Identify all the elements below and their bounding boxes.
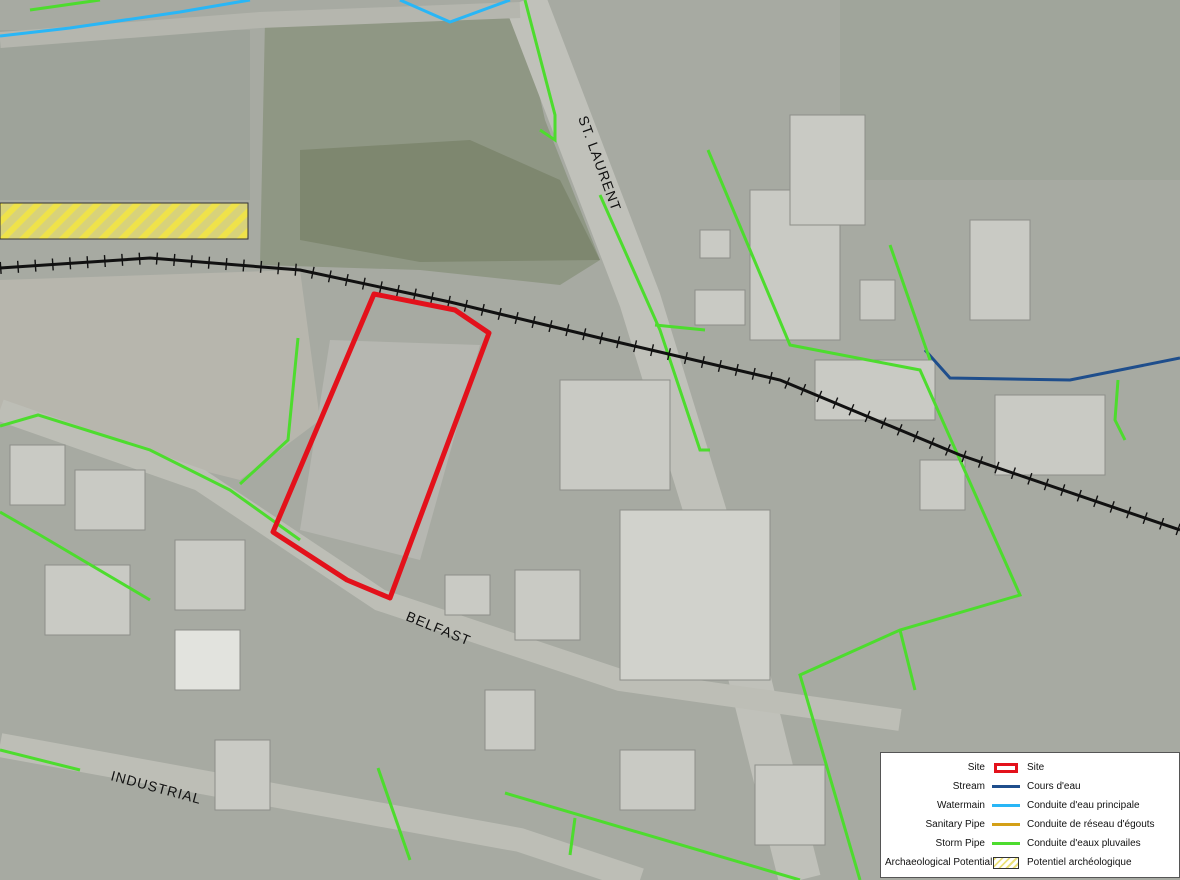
road-st-laurent [505,0,821,880]
legend-label-en: Archaeological Potential [885,857,993,868]
legend-label-en: Storm Pipe [935,838,985,849]
legend-row-sanitary-line: Sanitary Pipe Conduite de réseau d'égouts [885,815,1175,834]
legend-row-storm-line: Storm Pipe Conduite d'eaux pluvailes [885,834,1175,853]
legend-symbol-sanitary-line [991,818,1021,832]
site-building [300,340,480,560]
legend-symbol-stream-line [991,780,1021,794]
watermain-line-2 [399,0,511,24]
residential-area-ne [840,0,1180,180]
legend-label-en: Watermain [937,800,985,811]
legend-row-hatch-box: Archaeological Potential Potentiel archéo… [885,853,1175,872]
legend-label-en: Site [967,762,985,773]
legend-label-fr: Potentiel archéologique [1027,857,1132,868]
road-belfast [0,399,902,731]
legend-label-fr: Conduite d'eau principale [1027,800,1140,811]
watermain-line [0,0,251,38]
legend-label-fr: Site [1027,762,1045,773]
legend-symbol-watermain-line [991,799,1021,813]
legend-row-stream-line: Stream Cours d'eau [885,777,1175,796]
legend-label-en: Stream [952,781,985,792]
legend-label-en: Sanitary Pipe [925,819,985,830]
legend-label-fr: Conduite d'eaux pluvailes [1027,838,1141,849]
residential-area-nw [0,30,250,200]
site-boundary[interactable] [270,291,492,601]
legend-label-fr: Conduite de réseau d'égouts [1027,819,1155,830]
legend-label-fr: Cours d'eau [1027,781,1081,792]
archaeological-potential-area [0,202,249,240]
legend-row-site-box: Site Site [885,758,1175,777]
legend-symbol-site-box [991,761,1021,775]
vegetation-patch [300,140,600,262]
railway [0,256,1180,532]
legend-row-watermain-line: Watermain Conduite d'eau principale [885,796,1175,815]
stream-line [923,349,1180,382]
storm-pipes [0,0,1127,880]
road-industrial [0,733,644,880]
legend-symbol-hatch-box [991,856,1021,870]
legend-symbol-storm-line [991,837,1021,851]
